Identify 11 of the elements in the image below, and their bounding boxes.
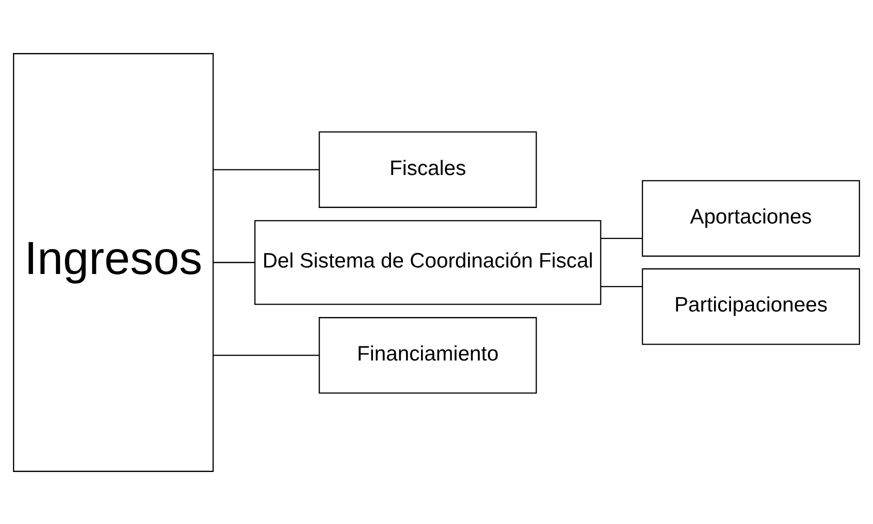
connector: [213, 261, 255, 263]
node-box: Financiamiento: [318, 316, 537, 394]
connector: [213, 168, 319, 170]
connector: [600, 286, 642, 287]
node-box: Participacionees: [642, 268, 860, 344]
node-box: Del Sistema de Coordinación Fiscal: [254, 220, 602, 304]
connector: [213, 354, 319, 356]
connector: [600, 237, 642, 238]
node-box: Aportaciones: [642, 180, 860, 256]
node-box: Ingresos: [12, 52, 214, 472]
node-box: Fiscales: [318, 130, 537, 208]
